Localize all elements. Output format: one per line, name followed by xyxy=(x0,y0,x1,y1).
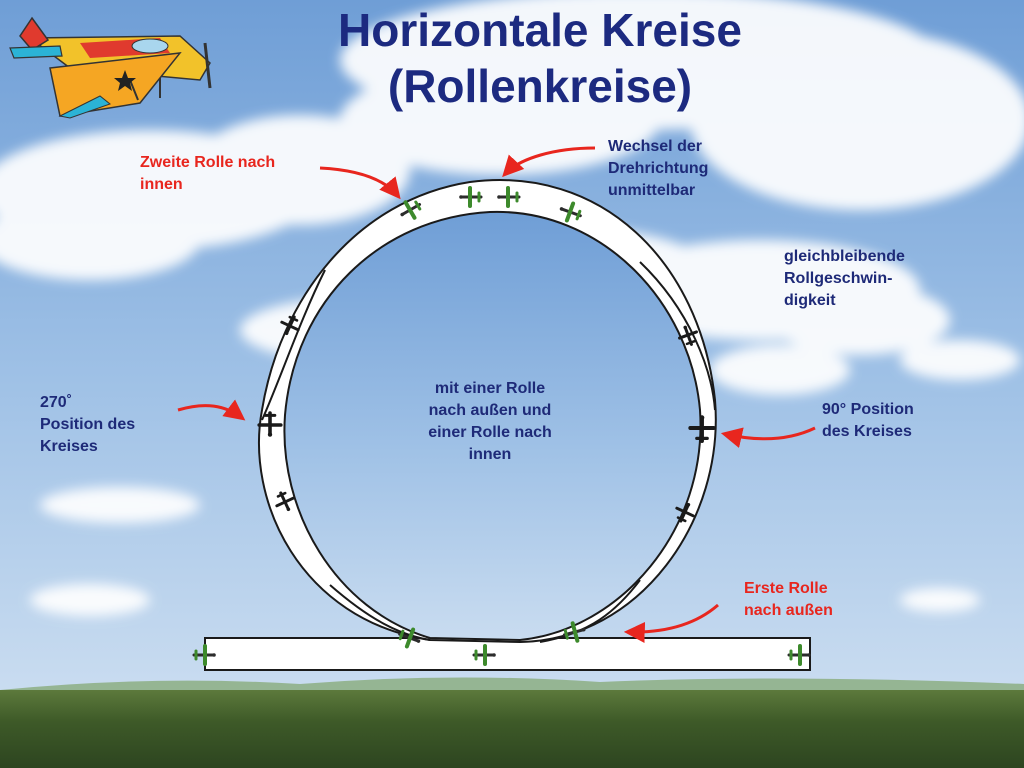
red-arrow-icon xyxy=(720,426,816,448)
page-title: Horizontale Kreise (Rollenkreise) xyxy=(338,4,742,112)
label-90-position: 90° Position des Kreises xyxy=(822,401,914,440)
ribbon-twist-line xyxy=(329,584,431,641)
stunt-plane-icon xyxy=(9,16,212,119)
label-direction-change: Wechsel der Drehrichtung unmittelbar xyxy=(608,138,709,199)
label-first-roll: Erste Rolle nach außen xyxy=(744,580,833,619)
label-center-description: mit einer Rolle nach außen und einer Rol… xyxy=(428,380,552,463)
ribbon-twist-line xyxy=(639,261,716,411)
red-arrow-icon xyxy=(502,146,596,178)
circle-ribbon-inner xyxy=(283,210,702,642)
straight-flight-path xyxy=(204,637,811,671)
red-arrow-icon xyxy=(319,166,401,200)
ribbon-twist-line xyxy=(539,579,641,643)
ground xyxy=(0,690,1024,768)
label-constant-roll-rate: gleichbleibende Rollgeschwin- digkeit xyxy=(784,248,905,309)
red-arrow-icon xyxy=(177,399,246,421)
label-second-roll: Zweite Rolle nach innen xyxy=(140,154,276,193)
label-270-position: 270˚ Position des Kreises xyxy=(40,394,136,455)
red-arrow-icon xyxy=(623,603,719,643)
ribbon-twist-line xyxy=(261,269,326,421)
